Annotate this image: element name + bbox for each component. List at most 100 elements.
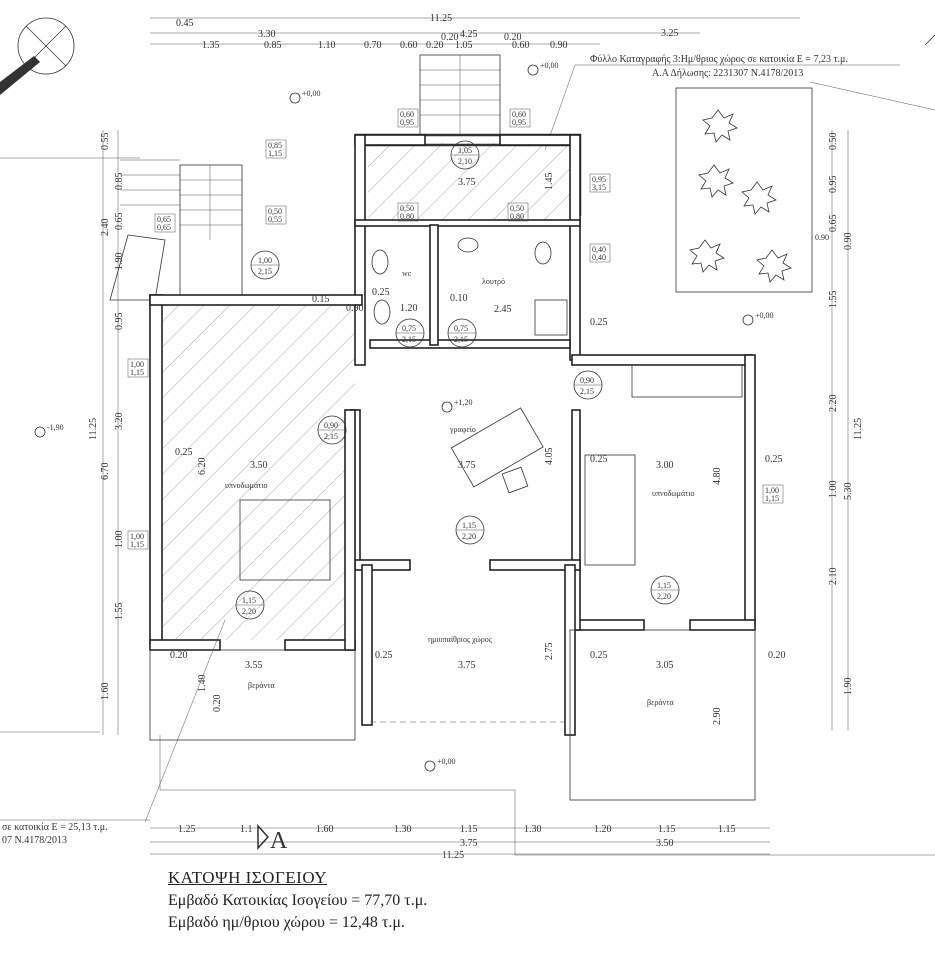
dim-inner-w12: 4.80 (712, 468, 723, 486)
dim-inner-w16: 3.05 (656, 660, 674, 671)
opening-7-w: 1,15 (462, 521, 476, 530)
dim-inner-w20d: 0.25 (375, 650, 393, 661)
dim-left-d: 0.65 (114, 213, 125, 231)
window-l-h: 1,15 (765, 494, 779, 503)
dim-inner-w20a: 0.25 (175, 447, 193, 458)
window-c-w: 0,85 (268, 141, 282, 150)
garden-area: 0.90 (675, 87, 829, 293)
section-marker-label: A (270, 828, 288, 854)
dim-right-f: 2.20 (828, 395, 839, 413)
opening-3-w: 0,75 (402, 324, 416, 333)
tree-icon (698, 164, 734, 198)
room-wc: wc (402, 269, 412, 278)
dim-inner-w10: 3.00 (656, 460, 674, 471)
dim-left-b: 0.85 (114, 173, 125, 191)
window-e-w: 0,50 (400, 204, 414, 213)
opening-4-w: 0,75 (454, 324, 468, 333)
dim-top-r4: 0.70 (364, 40, 382, 51)
dim-left-a: 0.55 (100, 133, 111, 151)
entrance-steps (419, 54, 501, 136)
dim-bottom-b4: 1.30 (394, 824, 412, 835)
dim-inner-w20c: 0.25 (765, 454, 783, 465)
window-tags: 0,60 0,95 0,60 0,95 0,85 1,15 0,95 3,15 … (127, 108, 784, 550)
dim-inner-w3: 0.90 (346, 303, 364, 314)
level-markers: +0,00 +0,00 +0,00 +1,20 -1,90 +0,00 (34, 61, 774, 772)
window-h-w: 0,65 (157, 215, 171, 224)
window-d-w: 0,95 (592, 175, 606, 184)
window-b-h: 0,95 (512, 118, 526, 127)
dim-left-total: 11.25 (88, 418, 99, 440)
dim-inner-w6: 0.10 (450, 293, 468, 304)
note-left-line1: σε κατοικία Ε = 25,13 τ.μ. (2, 822, 108, 833)
dim-right-h: 5.30 (843, 483, 854, 501)
dim-bottom-b2: 1.1 (240, 824, 253, 835)
dim-left-k: 1.60 (100, 683, 111, 701)
dim-top-total: 11.25 (430, 13, 452, 24)
dim-inner-w15: 3.75 (458, 660, 476, 671)
dim-left-j: 1.55 (114, 603, 125, 621)
level-3: +0,00 (755, 311, 774, 320)
dim-bottom-total: 11.25 (442, 850, 464, 861)
garden-dim: 0.90 (815, 233, 829, 242)
window-h-h: 0,65 (157, 223, 171, 232)
dim-left-l: 1.40 (197, 675, 208, 693)
opening-6-w: 0,90 (324, 421, 338, 430)
dim-right-b: 0.95 (828, 176, 839, 194)
window-i-h: 0,55 (268, 215, 282, 224)
dim-top-e: 3.25 (661, 28, 679, 39)
dim-inner-w1: 3.75 (458, 177, 476, 188)
area-semi-open: Εμβαδό ημ/θριου χώρου = 12,48 τ.μ. (168, 914, 405, 931)
dim-inner-w11: 4.05 (544, 448, 555, 466)
window-k-h: 1,15 (130, 540, 144, 549)
top-dimensions: 11.25 0.45 3.30 4.25 0.20 0.20 3.25 1.35… (150, 13, 800, 51)
north-arrow-icon (0, 17, 75, 95)
dim-left-e: 1.90 (114, 253, 125, 271)
dim-right-j: 1.90 (843, 678, 854, 696)
hatched-entrance-zone (368, 143, 570, 221)
left-dimensions: 11.25 0.55 0.85 2.40 0.65 1.90 0.95 6.70… (88, 130, 223, 735)
dim-top-r6: 0.20 (426, 40, 444, 51)
dim-top-r9: 0.90 (550, 40, 568, 51)
dim-inner-w8: 3.50 (250, 460, 268, 471)
dim-left-c: 2.40 (100, 219, 111, 237)
dim-right-c: 0.65 (828, 215, 839, 233)
window-k-w: 1,00 (130, 532, 144, 541)
dim-bottom-c1: 3.75 (460, 838, 478, 849)
opening-2-w: 1,00 (258, 256, 272, 265)
dim-right-i: 2.10 (828, 568, 839, 586)
bottom-dimensions: 1.25 1.1 1.60 1.30 1.15 1.30 1.20 1.15 1… (150, 824, 770, 861)
dim-inner-w17: 2.75 (544, 643, 555, 661)
note-top-line1: Φύλλο Καταγραφής 3:Ημ/θριος χώρος σε κατ… (590, 54, 848, 65)
window-c-h: 1,15 (268, 149, 282, 158)
dim-top-r2: 0.85 (264, 40, 282, 51)
dim-bottom-b7: 1.20 (594, 824, 612, 835)
dim-inner-w14: 3.55 (245, 660, 263, 671)
opening-3-h: 2,15 (402, 335, 416, 344)
dim-top-r5: 0.60 (400, 40, 418, 51)
dim-bottom-c2: 3.50 (656, 838, 674, 849)
opening-2-h: 2,15 (258, 267, 272, 276)
dim-inner-w20b: 0.25 (590, 454, 608, 465)
window-b-w: 0,60 (512, 110, 526, 119)
title-block: ΚΑΤΟΨΗ ΙΣΟΓΕΙΟΥ Εμβαδό Κατοικίας Ισογείο… (168, 868, 427, 934)
dim-inner-w21a: 0.20 (170, 650, 188, 661)
veranda-left-outline (149, 649, 356, 741)
drawing-title: ΚΑΤΟΨΗ ΙΣΟΓΕΙΟΥ (168, 868, 328, 887)
room-veranda-right: βεράντα (647, 698, 674, 707)
dim-right-total: 11.25 (853, 418, 864, 440)
window-i-w: 0,50 (268, 207, 282, 216)
dim-right-g: 1.00 (828, 481, 839, 499)
dim-inner-w21b: 0.20 (768, 650, 786, 661)
room-veranda-left: βεράντα (248, 681, 275, 690)
level-2: +0,00 (540, 61, 559, 70)
room-bedroom-left: υπνοδωμάτιο (225, 481, 268, 490)
window-f-w: 0,50 (510, 204, 524, 213)
window-a-h: 0,95 (400, 118, 414, 127)
hatched-bedroom-zone (155, 300, 355, 640)
dim-inner-w4: 0.15 (312, 294, 330, 305)
dim-inner-w13: 6.20 (197, 458, 208, 476)
opening-8-w: 1,15 (657, 581, 671, 590)
dim-right-d: 0.90 (843, 233, 854, 251)
opening-9-w: 1,15 (242, 596, 256, 605)
note-top-line2: Α.Α Δήλωσης: 2231307 Ν.4178/2013 (652, 68, 803, 79)
